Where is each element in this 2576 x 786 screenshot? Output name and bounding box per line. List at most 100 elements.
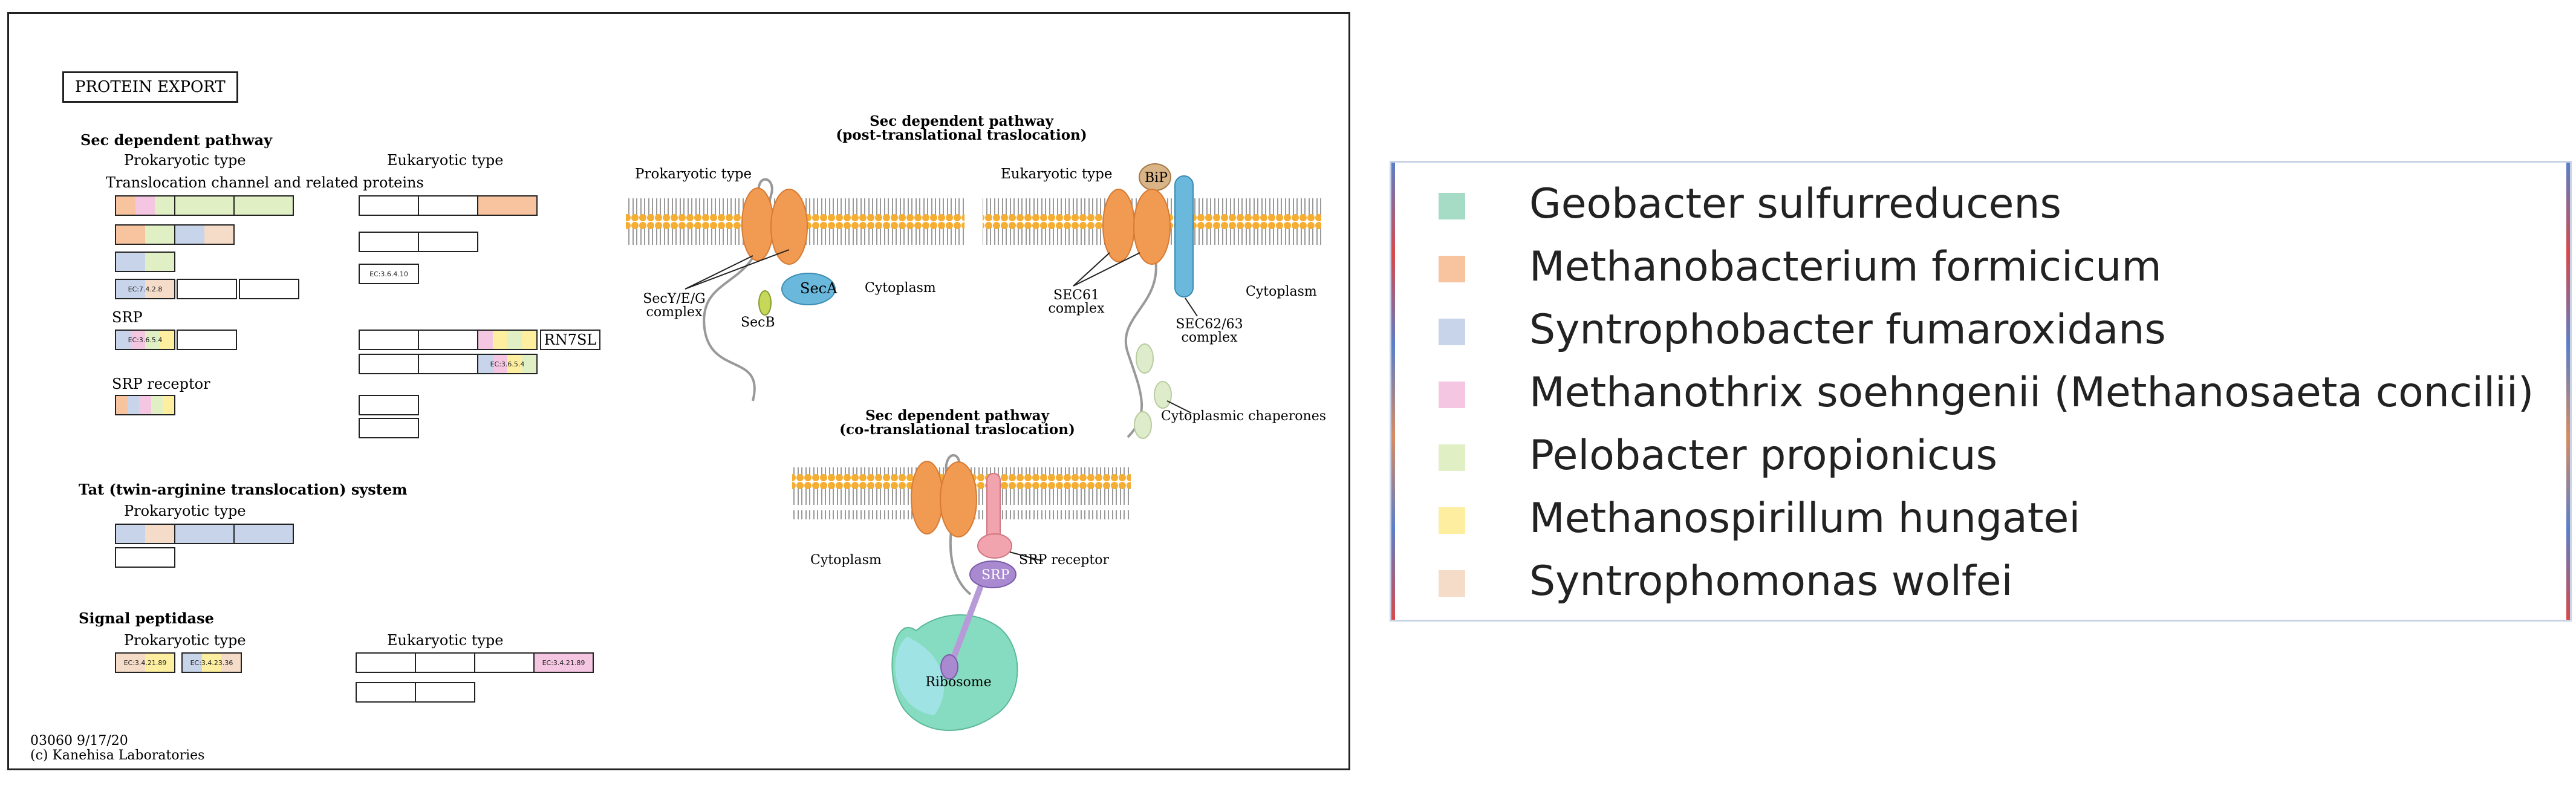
- gene-box[interactable]: [359, 395, 419, 415]
- gene-box[interactable]: [174, 524, 235, 544]
- sec-channel[interactable]: [911, 461, 943, 534]
- legend-label: Methanospirillum hungatei: [1529, 495, 2081, 542]
- bip-label: BiP: [1145, 171, 1168, 186]
- tat-prokaryotic-label: Prokaryotic type: [124, 502, 246, 519]
- sec6263-complex[interactable]: [1174, 175, 1194, 297]
- legend-label: Methanobacterium formicicum: [1529, 243, 2162, 291]
- sec61-complex-label: complex: [1049, 301, 1105, 316]
- sec61-channel[interactable]: [1102, 189, 1135, 262]
- signal-prokaryotic-label: Prokaryotic type: [124, 632, 246, 649]
- rn7sl-box[interactable]: RN7SL: [540, 330, 600, 350]
- gene-box[interactable]: [477, 330, 538, 350]
- secb-label: SecB: [741, 315, 775, 330]
- seca-protein[interactable]: [781, 273, 836, 305]
- prokaryotic-type-label: Prokaryotic type: [124, 152, 246, 169]
- ribosome-label: Ribosome: [925, 675, 991, 690]
- gene-box[interactable]: [115, 547, 175, 568]
- sec-channel[interactable]: [940, 461, 977, 538]
- gene-box[interactable]: [356, 652, 416, 673]
- legend-label: Syntrophobacter fumaroxidans: [1529, 306, 2166, 354]
- eukaryotic-diagram-label: Eukaryotic type: [1001, 166, 1112, 182]
- secyeg-complex-label: complex: [646, 305, 703, 320]
- chaperone[interactable]: [1136, 343, 1154, 374]
- prokaryotic-diagram-label: Prokaryotic type: [635, 166, 752, 182]
- ec-label: EC:3.4.21.89: [542, 658, 585, 667]
- gene-box[interactable]: [418, 232, 478, 252]
- srp-label: SRP: [112, 309, 143, 326]
- srp-particle[interactable]: [969, 560, 1016, 588]
- enzyme-box[interactable]: EC:3.4.21.89: [533, 652, 594, 673]
- gene-box[interactable]: [115, 524, 175, 544]
- legend-border-accent: [2566, 163, 2570, 620]
- srp-receptor-diagram-label: SRP receptor: [1019, 553, 1109, 568]
- legend-swatch: [1439, 570, 1465, 597]
- sec-pathway-heading: Sec dependent pathway: [80, 131, 273, 149]
- secyeg-channel[interactable]: [770, 189, 808, 265]
- gene-box[interactable]: [356, 682, 416, 703]
- signal-peptidase-heading: Signal peptidase: [79, 609, 214, 627]
- secb-protein[interactable]: [758, 290, 772, 316]
- secyeg-channel[interactable]: [741, 187, 774, 261]
- gene-box[interactable]: [418, 354, 478, 374]
- pointer-line: [1073, 252, 1110, 287]
- sec61-label: SEC61: [1053, 288, 1099, 303]
- legend-label: Geobacter sulfurreducens: [1529, 180, 2061, 228]
- enzyme-box[interactable]: EC:7.4.2.8: [115, 279, 175, 299]
- gene-box[interactable]: [415, 682, 475, 703]
- enzyme-box[interactable]: EC:3.6.5.4: [115, 330, 175, 350]
- gene-box[interactable]: [359, 418, 419, 438]
- chaperones-label: Cytoplasmic chaperones: [1161, 409, 1326, 424]
- gene-box[interactable]: [477, 195, 538, 216]
- secyeg-label: SecY/E/G: [643, 291, 705, 307]
- gene-box[interactable]: [233, 524, 294, 544]
- copyright: (c) Kanehisa Laboratories: [30, 748, 205, 763]
- gene-box[interactable]: [359, 232, 419, 252]
- gene-box[interactable]: [174, 224, 235, 245]
- ec-label: EC:7.4.2.8: [128, 285, 163, 293]
- gene-box[interactable]: [115, 195, 175, 216]
- translocation-diagram: Sec dependent pathway (post-translationa…: [626, 113, 1326, 731]
- gene-box[interactable]: [418, 330, 478, 350]
- gene-box[interactable]: [418, 195, 478, 216]
- polypeptide-chain: [949, 570, 989, 664]
- gene-box[interactable]: [115, 395, 175, 415]
- legend-swatch: [1439, 382, 1465, 408]
- gene-box[interactable]: [359, 354, 419, 374]
- cytoplasm-label: Cytoplasm: [1246, 284, 1317, 299]
- gene-box[interactable]: [177, 279, 237, 299]
- ec-label: EC:3.4.21.89: [123, 658, 167, 667]
- chaperone[interactable]: [1154, 381, 1172, 409]
- gene-box[interactable]: [115, 252, 175, 272]
- gene-box[interactable]: [474, 652, 535, 673]
- sec61-channel[interactable]: [1133, 189, 1171, 265]
- gene-box[interactable]: [239, 279, 299, 299]
- enzyme-box[interactable]: EC:3.6.4.10: [359, 264, 419, 284]
- gene-box[interactable]: [177, 330, 237, 350]
- ec-label: EC:3.6.5.4: [128, 336, 163, 344]
- gene-box[interactable]: [233, 195, 294, 216]
- legend-label: Syntrophomonas wolfei: [1529, 557, 2013, 605]
- srp-particle[interactable]: [940, 654, 958, 680]
- pointer-line: [1073, 252, 1140, 287]
- chaperone[interactable]: [1134, 411, 1152, 439]
- gene-box[interactable]: [415, 652, 475, 673]
- gene-box[interactable]: [174, 195, 235, 216]
- enzyme-box[interactable]: EC:3.4.23.36: [181, 652, 242, 673]
- gene-box[interactable]: [115, 224, 175, 245]
- legend-border-accent: [1391, 163, 1395, 620]
- gene-box[interactable]: [359, 195, 419, 216]
- seca-label: SecA: [800, 280, 838, 297]
- polypeptide-chain: [703, 178, 773, 401]
- ec-label: EC:3.4.23.36: [190, 658, 233, 667]
- sec6263-complex-label: complex: [1182, 330, 1238, 345]
- gene-box[interactable]: [359, 330, 419, 350]
- srp-receptor-base[interactable]: [977, 533, 1012, 559]
- enzyme-box[interactable]: EC:3.6.5.4: [477, 354, 538, 374]
- legend-swatch: [1439, 507, 1465, 534]
- ec-label: EC:3.6.4.10: [369, 270, 408, 278]
- enzyme-box[interactable]: EC:3.4.21.89: [115, 652, 175, 673]
- cytoplasm-label: Cytoplasm: [810, 553, 882, 568]
- signal-eukaryotic-label: Eukaryotic type: [387, 632, 504, 649]
- rn7sl-label: RN7SL: [544, 331, 597, 348]
- legend-label: Methanothrix soehngenii (Methanosaeta co…: [1529, 369, 2534, 417]
